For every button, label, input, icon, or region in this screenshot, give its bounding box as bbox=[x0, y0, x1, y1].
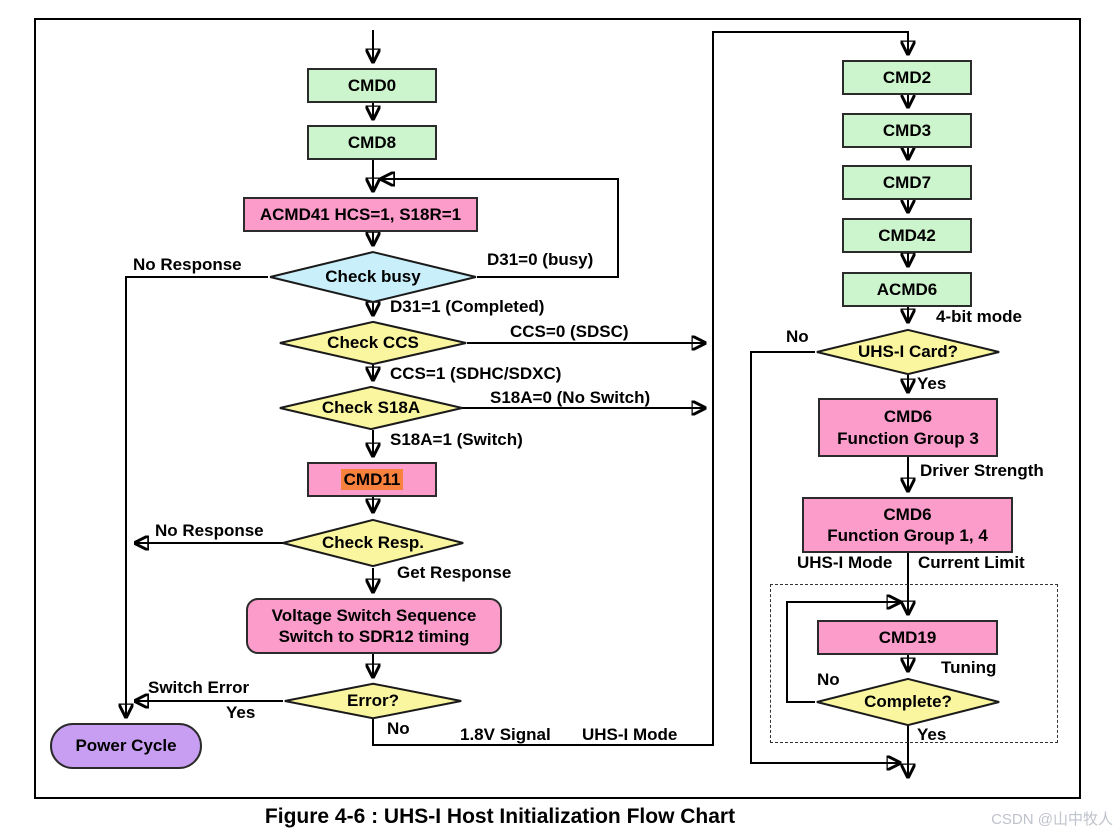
label-4bit-mode: 4-bit mode bbox=[936, 307, 1022, 326]
label-d31-completed: D31=1 (Completed) bbox=[390, 297, 545, 316]
node-cmd42-label: CMD42 bbox=[878, 225, 936, 245]
label-no-complete: No bbox=[817, 670, 840, 689]
node-cmd42: CMD42 bbox=[842, 218, 972, 253]
cmd6-fg3-line2: Function Group 3 bbox=[837, 428, 979, 448]
voltage-switch-line2: Switch to SDR12 timing bbox=[278, 627, 470, 646]
node-check-resp: Check Resp. bbox=[281, 519, 465, 567]
label-18v-signal: 1.8V Signal bbox=[460, 725, 551, 744]
node-cmd7-label: CMD7 bbox=[882, 172, 932, 192]
label-get-response: Get Response bbox=[397, 563, 512, 582]
label-no-response-busy: No Response bbox=[133, 255, 242, 274]
node-cmd7: CMD7 bbox=[842, 165, 972, 200]
node-check-busy: Check busy bbox=[268, 251, 478, 303]
node-power-cycle: Power Cycle bbox=[50, 723, 202, 769]
label-yes-error: Yes bbox=[226, 703, 256, 722]
label-ccs1: CCS=1 (SDHC/SDXC) bbox=[390, 364, 562, 383]
label-yes-uhs1: Yes bbox=[917, 374, 947, 393]
node-cmd3-label: CMD3 bbox=[882, 120, 932, 140]
check-ccs-label: Check CCS bbox=[327, 333, 419, 352]
watermark-text: CSDN @山中牧人 bbox=[991, 811, 1113, 828]
label-uhs1-mode: UHS-I Mode bbox=[797, 553, 893, 572]
label-no-error: No bbox=[387, 719, 410, 738]
check-busy-label: Check busy bbox=[325, 267, 421, 286]
error-label: Error? bbox=[347, 691, 399, 710]
label-no-response-resp: No Response bbox=[155, 521, 264, 540]
node-cmd2: CMD2 bbox=[842, 60, 972, 95]
check-s18a-label: Check S18A bbox=[321, 398, 421, 417]
tuning-loop-group-box bbox=[770, 584, 1058, 743]
label-s18a0: S18A=0 (No Switch) bbox=[490, 388, 651, 407]
node-voltage-switch: Voltage Switch Sequence Switch to SDR12 … bbox=[246, 598, 502, 654]
label-s18a1: S18A=1 (Switch) bbox=[390, 430, 523, 449]
node-cmd19-label: CMD19 bbox=[878, 627, 937, 647]
node-cmd11-label: CMD11 bbox=[340, 468, 404, 491]
label-tuning: Tuning bbox=[941, 658, 997, 677]
node-acmd41: ACMD41 HCS=1, S18R=1 bbox=[243, 197, 478, 232]
node-cmd6-fg3: CMD6 Function Group 3 bbox=[818, 398, 998, 457]
node-cmd0: CMD0 bbox=[307, 68, 437, 103]
voltage-switch-line1: Voltage Switch Sequence bbox=[271, 605, 477, 625]
node-cmd8: CMD8 bbox=[307, 125, 437, 160]
label-d31-busy: D31=0 (busy) bbox=[487, 250, 594, 269]
node-cmd11: CMD11 bbox=[307, 462, 437, 497]
label-switch-error: Switch Error bbox=[148, 678, 250, 697]
uhs1-card-label: UHS-I Card? bbox=[857, 342, 959, 361]
node-acmd6: ACMD6 bbox=[842, 272, 972, 307]
node-cmd6-fg14: CMD6 Function Group 1, 4 bbox=[802, 497, 1013, 553]
node-check-ccs: Check CCS bbox=[278, 321, 468, 365]
node-cmd3: CMD3 bbox=[842, 113, 972, 148]
diagram-border bbox=[34, 18, 1081, 799]
cmd6-fg14-line1: CMD6 bbox=[883, 504, 932, 524]
node-cmd2-label: CMD2 bbox=[882, 67, 932, 87]
label-no-uhs1: No bbox=[786, 327, 809, 346]
label-yes-complete: Yes bbox=[917, 725, 947, 744]
node-cmd8-label: CMD8 bbox=[347, 132, 397, 152]
check-resp-label: Check Resp. bbox=[321, 533, 425, 552]
label-current-limit: Current Limit bbox=[918, 553, 1025, 572]
node-error: Error? bbox=[283, 683, 463, 719]
label-ccs0: CCS=0 (SDSC) bbox=[510, 322, 629, 341]
figure-caption: Figure 4-6 : UHS-I Host Initialization F… bbox=[264, 805, 736, 828]
label-uhs1-mode-signal: UHS-I Mode bbox=[582, 725, 678, 744]
node-cmd19: CMD19 bbox=[817, 620, 998, 655]
node-check-s18a: Check S18A bbox=[278, 386, 464, 430]
node-acmd41-label: ACMD41 HCS=1, S18R=1 bbox=[259, 204, 462, 224]
cmd6-fg14-line2: Function Group 1, 4 bbox=[827, 526, 988, 545]
node-acmd6-label: ACMD6 bbox=[876, 279, 938, 299]
complete-label: Complete? bbox=[864, 692, 952, 711]
node-cmd0-label: CMD0 bbox=[347, 75, 397, 95]
power-cycle-label: Power Cycle bbox=[75, 736, 177, 755]
node-complete: Complete? bbox=[815, 678, 1001, 726]
label-driver-strength: Driver Strength bbox=[920, 461, 1044, 480]
cmd6-fg3-line1: CMD6 bbox=[883, 407, 933, 427]
node-uhs1-card: UHS-I Card? bbox=[815, 329, 1001, 375]
